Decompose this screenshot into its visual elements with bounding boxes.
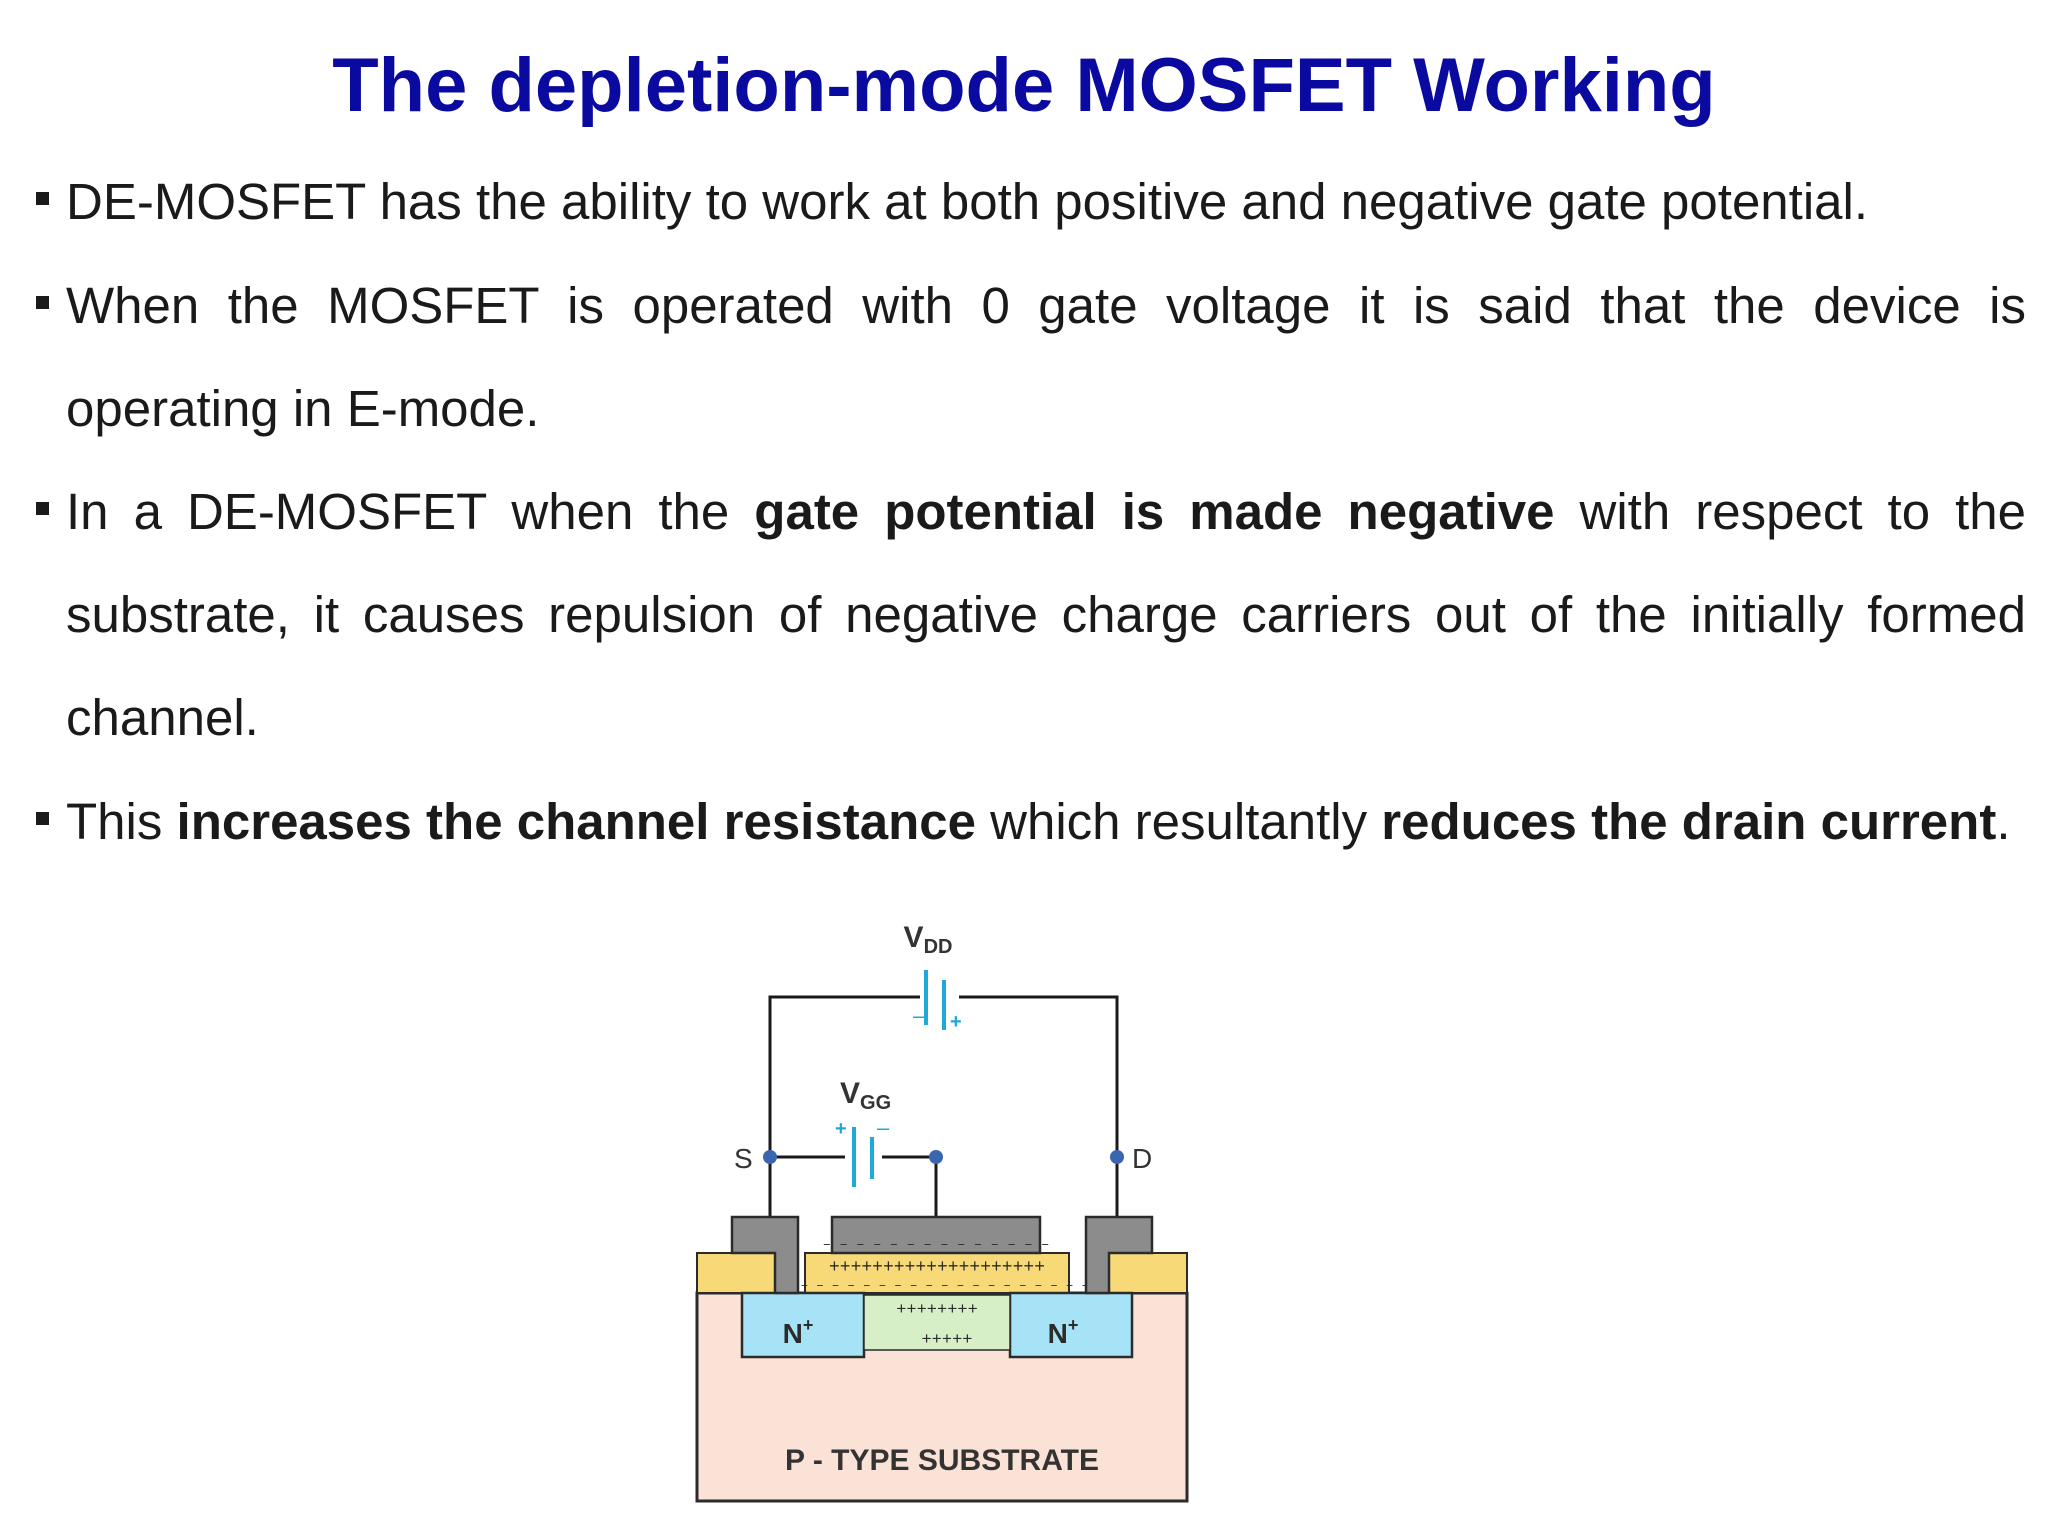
- vdd-sub: DD: [924, 936, 953, 958]
- vdd-plus: +: [950, 1011, 962, 1033]
- vgg-plus: +: [835, 1118, 847, 1140]
- vgg-sub: GG: [860, 1092, 891, 1114]
- bullet-item: DE-MOSFET has the ability to work at bot…: [36, 150, 2026, 253]
- bullet-item: When the MOSFET is operated with 0 gate …: [36, 254, 2026, 460]
- channel-region: [863, 1294, 1011, 1351]
- oxide-layer-left: [696, 1252, 776, 1294]
- source-label: S: [734, 1143, 753, 1174]
- bullet-text-plain: which resultantly: [975, 793, 1382, 850]
- bullet-marker: [36, 812, 49, 825]
- vgg-minus: –: [877, 1115, 890, 1140]
- slide-title: The depletion-mode MOSFET Working: [332, 43, 1716, 128]
- bullet-text-bold: gate potential is made negative: [754, 483, 1555, 540]
- bullet-item: In a DE-MOSFET when the gate potential i…: [36, 460, 2026, 769]
- vgg-label: VGG: [840, 1077, 891, 1114]
- bullet-text-plain: In a DE-MOSFET when the: [66, 483, 755, 540]
- oxide-layer-right: [1108, 1252, 1188, 1294]
- n-right-sup: +: [1068, 1315, 1079, 1335]
- n-right-main: N: [1048, 1318, 1068, 1349]
- vdd-minus: –: [913, 1003, 926, 1028]
- vgg-main: V: [840, 1077, 860, 1110]
- drain-label: D: [1132, 1143, 1152, 1174]
- channel-plus-row-2: +++++: [921, 1331, 972, 1350]
- n-plus-left-label: N+: [783, 1315, 814, 1349]
- drain-node: [1110, 1150, 1124, 1164]
- bullet-text: In a DE-MOSFET when the gate potential i…: [66, 460, 2026, 769]
- n-plus-drain-region: [1008, 1291, 1134, 1359]
- substrate-label: P - TYPE SUBSTRATE: [785, 1444, 1099, 1477]
- source-node: [763, 1150, 777, 1164]
- bullet-text-bold: increases the channel resistance: [176, 793, 976, 850]
- bullet-text-plain: This: [66, 793, 177, 850]
- bullet-text-plain: with respect to the substrate, it causes…: [66, 483, 2026, 746]
- bullet-text-bold: reduces the drain current: [1381, 793, 1997, 850]
- n-left-main: N: [783, 1318, 803, 1349]
- circuit-wires: [768, 995, 1119, 1217]
- channel-plus-row-1: ++++++++: [896, 1301, 978, 1320]
- vdd-battery-icon: [924, 970, 946, 1030]
- bullet-marker: [36, 502, 49, 515]
- bullet-text: DE-MOSFET has the ability to work at bot…: [66, 173, 1869, 230]
- drain-contact: [1084, 1215, 1154, 1295]
- mosfet-diagram: – + VDD + – VGG S D P - TYPE SUBSTRATE +…: [695, 921, 1189, 1503]
- gate-node: [929, 1150, 943, 1164]
- vdd-main: V: [904, 921, 924, 954]
- source-contact: [730, 1215, 800, 1295]
- bullet-text-plain: .: [1996, 793, 2011, 850]
- oxide-plus-row: ++++++++++++++++++++: [829, 1258, 1045, 1278]
- bullet-marker: [36, 192, 49, 205]
- bullet-item: This increases the channel resistance wh…: [36, 770, 2026, 873]
- gate-minus-row: – – – – – – – – – – – – – –: [823, 1237, 1050, 1253]
- bullet-text: This increases the channel resistance wh…: [66, 770, 2026, 873]
- oxide-minus-row: – – – – – – – – – – – – – – – – – – – –: [785, 1278, 1089, 1293]
- vdd-label: VDD: [904, 921, 953, 958]
- bullet-text: When the MOSFET is operated with 0 gate …: [66, 277, 2026, 437]
- n-left-sup: +: [803, 1315, 814, 1335]
- bullet-marker: [36, 296, 49, 309]
- n-plus-right-label: N+: [1048, 1315, 1079, 1349]
- gate-metal: [830, 1215, 1042, 1255]
- vgg-battery-icon: [852, 1127, 874, 1187]
